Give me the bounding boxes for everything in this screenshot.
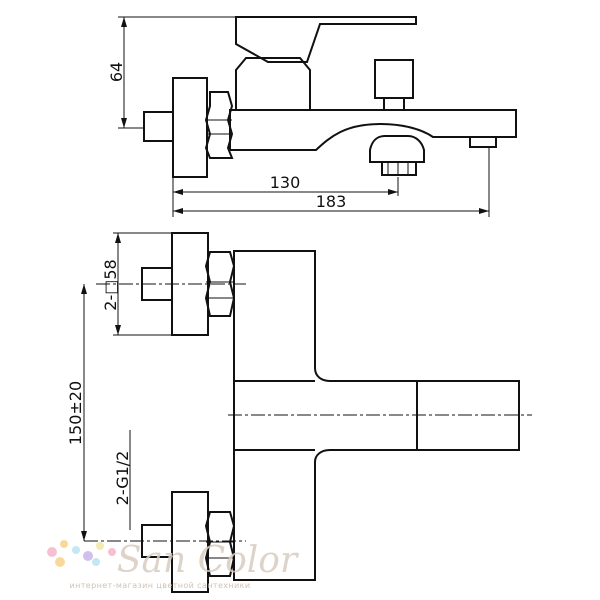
dim-label-183: 183 (316, 192, 347, 211)
watermark-tagline: интернет-магазин цветной сантехники (70, 581, 251, 590)
dim-label-square-58: 2-□58 (101, 259, 120, 310)
arrowhead (388, 189, 398, 195)
dimension-183: 183 (173, 147, 490, 217)
lower-inlet (84, 491, 246, 593)
arrowhead (81, 284, 87, 294)
shower-outlet-thread (381, 161, 417, 176)
handle-lever (235, 16, 417, 63)
hex-nut (204, 511, 236, 577)
watermark-dot (108, 548, 116, 556)
watermark-brand: San Color (117, 540, 299, 581)
hex-nut (204, 251, 236, 317)
diverter-knob (374, 59, 414, 99)
dim-label-spacing: 150±20 (66, 381, 85, 445)
arrowhead (121, 17, 127, 27)
dimension-64: 64 (107, 16, 236, 129)
dimension-130: 130 (172, 173, 399, 217)
watermark-dot (72, 546, 80, 554)
dim-label-130: 130 (270, 173, 301, 192)
upper-inlet (96, 232, 246, 336)
dimension-thread: 2-G1/2 (113, 430, 132, 530)
wall-flange (172, 77, 208, 178)
watermark-dot (92, 558, 100, 566)
mixer-body-top (233, 250, 520, 581)
arrowhead (479, 208, 489, 214)
watermark-dot (96, 542, 104, 550)
cartridge-cap (235, 57, 311, 111)
shower-outlet (369, 135, 425, 163)
arrowhead (173, 208, 183, 214)
top-view: 2-□58 150±20 2-G1/2 (66, 232, 532, 593)
arrowhead (173, 189, 183, 195)
watermark: San Color интернет-магазин цветной санте… (47, 540, 299, 590)
dimension-spacing: 150±20 (66, 284, 87, 541)
dim-label-thread: 2-G1/2 (113, 451, 132, 506)
watermark-dot (83, 551, 93, 561)
side-view: 64 130 183 (107, 16, 517, 217)
arrowhead (115, 233, 121, 243)
watermark-dot (55, 557, 65, 567)
arrowhead (115, 325, 121, 335)
watermark-dot (60, 540, 68, 548)
dimension-square-58: 2-□58 (101, 232, 172, 336)
watermark-dots (47, 540, 116, 567)
arrowhead (121, 118, 127, 128)
dim-label-64: 64 (107, 62, 126, 82)
hex-nut (204, 91, 234, 159)
eccentric-connector (143, 111, 174, 142)
mixer-body (229, 109, 517, 151)
spout-aerator (469, 136, 497, 148)
watermark-dot (47, 547, 57, 557)
arrowhead (81, 531, 87, 541)
